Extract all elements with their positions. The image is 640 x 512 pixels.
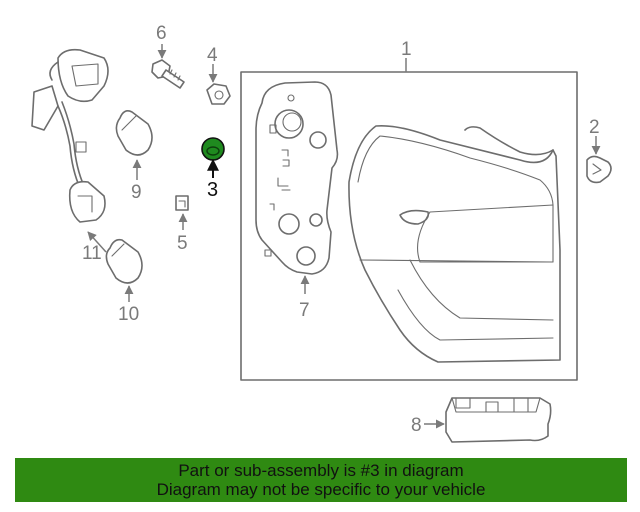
lamp-bracket-part-8 xyxy=(424,397,552,443)
callout-9: 9 xyxy=(131,182,142,203)
callout-2: 2 xyxy=(589,117,600,138)
tail-lamp-assembly-frame xyxy=(240,58,578,381)
nut-part-4 xyxy=(206,64,231,105)
bulb-part-10 xyxy=(105,238,143,302)
callout-7: 7 xyxy=(299,300,310,321)
parts-diagram: 1 2 3 4 5 6 7 8 9 10 11 xyxy=(31,23,612,443)
clip-part-5 xyxy=(175,195,189,230)
banner-line-1: Part or sub-assembly is #3 in diagram xyxy=(178,461,464,480)
callout-4: 4 xyxy=(207,45,218,66)
callout-5: 5 xyxy=(177,233,188,254)
callout-11: 11 xyxy=(82,243,102,264)
part-info-banner: Part or sub-assembly is #3 in diagram Di… xyxy=(15,458,627,502)
callout-3: 3 xyxy=(207,179,218,201)
callout-6: 6 xyxy=(156,23,167,44)
callout-1: 1 xyxy=(401,39,412,60)
lamp-gasket-plate xyxy=(255,81,339,294)
clip-part-2 xyxy=(586,136,612,184)
wiring-harness-part-11 xyxy=(31,48,109,253)
lamp-lens-housing xyxy=(348,124,561,363)
banner-line-2: Diagram may not be specific to your vehi… xyxy=(156,480,486,499)
callout-10: 10 xyxy=(118,304,139,325)
callout-8: 8 xyxy=(411,415,422,436)
bulb-part-9 xyxy=(115,110,153,180)
screw-part-6 xyxy=(151,44,185,89)
grommet-part-3-highlighted xyxy=(201,137,225,178)
